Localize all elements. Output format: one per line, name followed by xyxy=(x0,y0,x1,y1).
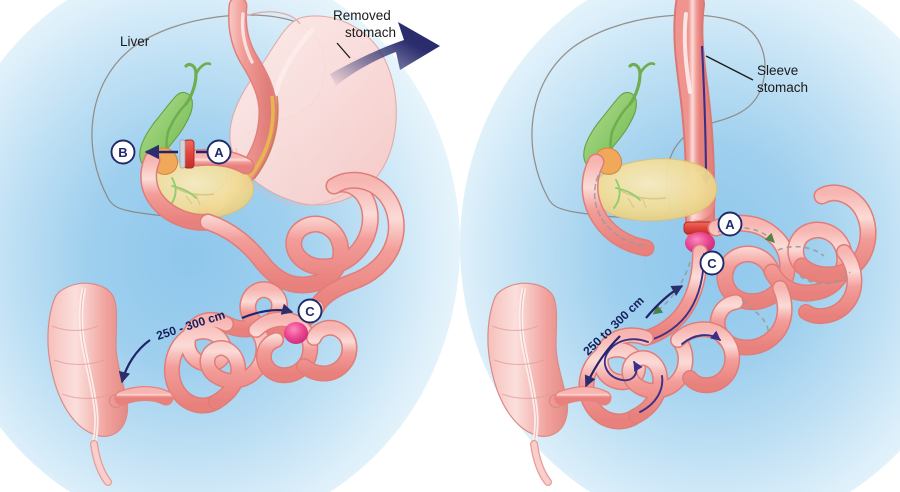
measurement-arrow-right-lower xyxy=(584,335,621,388)
anastomosis-node-left xyxy=(284,322,308,344)
anastomosis-node-right xyxy=(685,232,715,254)
panel-left: A B xyxy=(47,0,440,486)
marker-badge-a-left[interactable]: A xyxy=(206,139,232,165)
marker-badge-a-left-label: A xyxy=(214,145,224,160)
colon-right xyxy=(487,282,612,486)
transection-band-left xyxy=(183,139,195,169)
measurement-arrow-left-upper xyxy=(241,303,294,320)
sleeve-flow-arrow xyxy=(700,45,712,186)
marker-badge-a-right[interactable]: A xyxy=(717,211,743,237)
duodenal-limb-right xyxy=(581,153,655,257)
removed-stomach-leader-line xyxy=(336,42,351,59)
removed-stomach-label-line1: Removed xyxy=(333,8,391,23)
panel-right: 250 to 300 cm A C Sleeve stomach xyxy=(487,0,877,486)
sleeve-stomach-label-line2: stomach xyxy=(757,80,808,95)
marker-badge-b-left[interactable]: B xyxy=(110,139,136,165)
ileum-chain-right xyxy=(578,321,741,430)
removal-arrow xyxy=(330,22,440,86)
marker-badge-b-left-label: B xyxy=(118,145,127,160)
marker-badge-c-left[interactable]: C xyxy=(297,298,323,324)
sleeve-stomach-label-line1: Sleeve xyxy=(757,63,798,78)
removed-stomach-label-line2: stomach xyxy=(345,25,396,40)
small-intestine-right xyxy=(707,184,877,356)
marker-badge-c-left-label: C xyxy=(305,304,315,319)
liver-label: Liver xyxy=(120,34,150,49)
ileum-chain-left xyxy=(163,311,358,414)
sleeve-stomach-leader-line xyxy=(705,55,754,81)
marker-badge-a-right-label: A xyxy=(725,217,735,232)
measurement-arrow-left-lower xyxy=(118,339,151,384)
marker-badge-c-right-label: C xyxy=(707,256,717,271)
marker-badge-c-right[interactable]: C xyxy=(699,250,725,276)
measurement-arrow-right-upper xyxy=(645,285,684,319)
pancreas-right xyxy=(593,158,718,222)
colon-left xyxy=(47,282,174,486)
